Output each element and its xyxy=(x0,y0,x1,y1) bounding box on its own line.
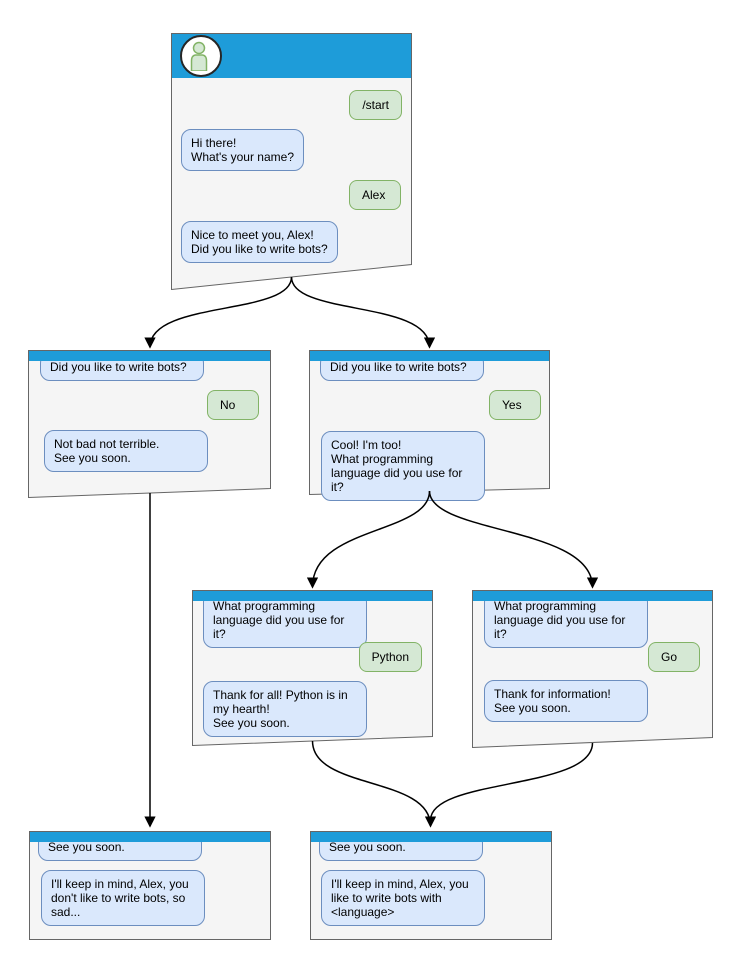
chat-window-branch-no: Did you like to write bots? No Not bad n… xyxy=(28,350,271,498)
bot-message-bubble: I'll keep in mind, Alex, you like to wri… xyxy=(321,870,485,926)
chat-window-end-language: See you soon. I'll keep in mind, Alex, y… xyxy=(310,831,552,940)
connector-python-to-end-arrow xyxy=(311,740,437,828)
user-message-bubble: Yes xyxy=(489,390,541,420)
chat-window-branch-yes: Did you like to write bots? Yes Cool! I'… xyxy=(309,350,550,501)
chat-window-branch-python: What programming language did you use fo… xyxy=(192,590,433,746)
user-message-bubble: Python xyxy=(358,642,422,672)
connector-yes-to-python-arrow xyxy=(306,490,431,589)
window-titlebar xyxy=(29,351,270,361)
connector-yes-to-go-arrow xyxy=(428,490,599,589)
window-titlebar xyxy=(310,351,549,361)
connector-go-to-end-arrow xyxy=(429,742,594,821)
bot-message-bubble: Cool! I'm too! What programming language… xyxy=(321,431,485,501)
user-message-bubble: Go xyxy=(648,642,700,672)
bot-message-bubble: Nice to meet you, Alex! Did you like to … xyxy=(181,221,338,263)
chat-window-end-no: See you soon. I'll keep in mind, Alex, y… xyxy=(29,831,271,940)
chat-window-branch-go: What programming language did you use fo… xyxy=(472,590,713,748)
bot-message-bubble: Thank for all! Python is in my hearth! S… xyxy=(203,681,367,737)
window-titlebar xyxy=(473,591,712,601)
bot-message-bubble: Not bad not terrible. See you soon. xyxy=(44,430,208,472)
user-message-bubble: /start xyxy=(349,90,402,120)
bot-message-bubble: Thank for information! See you soon. xyxy=(484,680,648,722)
window-titlebar xyxy=(193,591,432,601)
window-titlebar xyxy=(30,832,270,842)
bot-message-bubble: I'll keep in mind, Alex, you don't like … xyxy=(41,870,205,926)
window-titlebar xyxy=(311,832,551,842)
bot-message-bubble: What programming language did you use fo… xyxy=(203,592,367,648)
user-message-bubble: No xyxy=(207,390,259,420)
chat-window-root: Awesome bot /start Hi there! What's your… xyxy=(171,33,412,290)
bot-avatar-icon xyxy=(180,35,222,77)
user-message-bubble: Alex xyxy=(349,180,401,210)
bot-message-bubble: Hi there! What's your name? xyxy=(181,129,305,171)
